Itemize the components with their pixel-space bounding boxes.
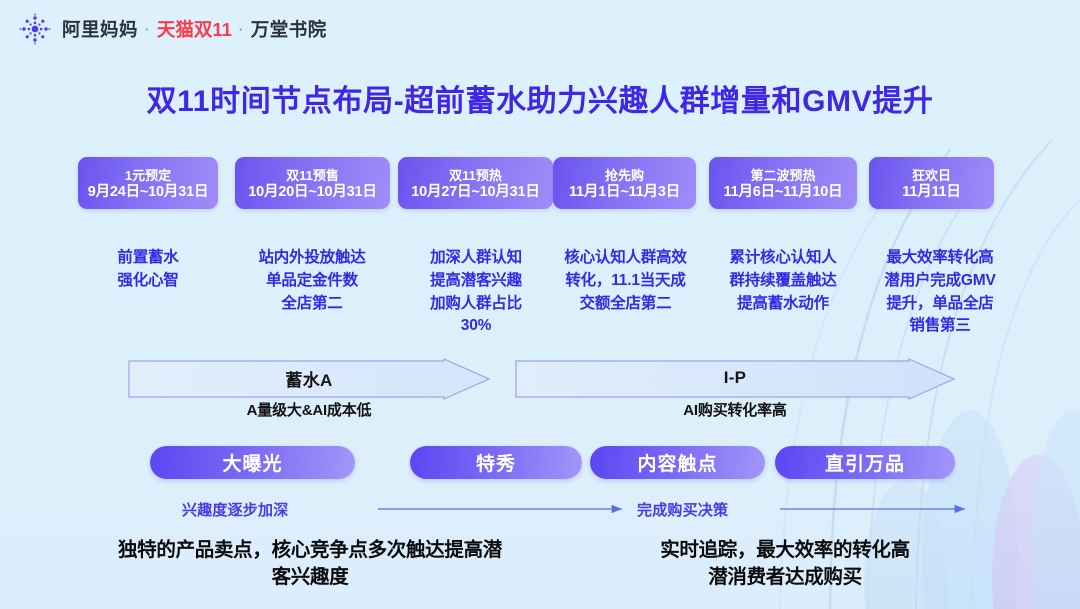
footer-statement-1: 独特的产品卖点，核心竞争点多次触达提高潜客兴趣度 bbox=[117, 539, 502, 588]
progress-label-2: 完成购买决策 bbox=[637, 501, 729, 519]
brand-academy: 万堂书院 bbox=[250, 19, 327, 40]
phase-chip-3: 双11预热 10月27日~10月31日 bbox=[398, 157, 553, 209]
page-header: 阿里妈妈 · 天猫双11 · 万堂书院 bbox=[0, 0, 1080, 58]
arrow-sub-1: A量级大&AI成本低 bbox=[246, 402, 372, 419]
phase-chip-4: 抢先购 11月1日~11月3日 bbox=[553, 157, 696, 209]
phase-date-2: 10月20日~10月31日 bbox=[248, 183, 377, 200]
phase-description-2: 站内外投放触达单品定金件数全店第二 bbox=[258, 249, 366, 312]
product-pill-2[interactable]: 特秀 bbox=[410, 446, 582, 479]
product-pill-1[interactable]: 大曝光 bbox=[150, 446, 355, 479]
phase-name-5: 第二波预热 bbox=[750, 168, 816, 184]
phase-date-5: 11月6日~11月10日 bbox=[723, 183, 843, 200]
phase-name-4: 抢先购 bbox=[604, 168, 644, 184]
arrow-label-2: I-P bbox=[723, 368, 747, 387]
arrow-band-1: 蓄水A A量级大&AI成本低 bbox=[128, 358, 490, 419]
brand-alimama: 阿里妈妈 bbox=[62, 19, 139, 40]
phase-name-2: 双11预售 bbox=[286, 168, 339, 184]
arrow-label-1: 蓄水A bbox=[285, 370, 333, 390]
product-pill-4[interactable]: 直引万品 bbox=[775, 446, 955, 479]
phase-description-5: 累计核心认知人群持续覆盖触达提高蓄水动作 bbox=[729, 249, 837, 312]
progress-arrows-icon bbox=[378, 504, 965, 514]
progress-label-1: 兴趣度逐步加深 bbox=[182, 501, 289, 519]
phase-chip-5: 第二波预热 11月6日~11月10日 bbox=[709, 157, 857, 209]
arrow-sub-2: AI购买转化率高 bbox=[683, 402, 787, 419]
page-title: 双11时间节点布局-超前蓄水助力兴趣人群增量和GMV提升 bbox=[146, 85, 934, 118]
footer-statement-2: 实时追踪，最大效率的转化高潜消费者达成购买 bbox=[660, 539, 910, 588]
brand-separator-2: · bbox=[238, 21, 244, 37]
phase-date-6: 11月11日 bbox=[902, 183, 961, 200]
arrow-shape-1-icon bbox=[128, 358, 490, 400]
phase-chip-1: 1元预定 9月24日~10月31日 bbox=[78, 157, 218, 209]
phase-chip-row: 1元预定 9月24日~10月31日 双11预售 10月20日~10月31日 双1… bbox=[0, 157, 1080, 209]
product-pill-row: 大曝光 特秀 内容触点 直引万品 bbox=[0, 446, 1080, 479]
phase-date-3: 10月27日~10月31日 bbox=[411, 183, 540, 200]
progress-arrow-row: 兴趣度逐步加深 完成购买决策 bbox=[0, 497, 1080, 521]
arrow-band-2: I-P AI购买转化率高 bbox=[515, 358, 955, 419]
phase-name-3: 双11预热 bbox=[449, 168, 502, 184]
phase-date-4: 11月1日~11月3日 bbox=[568, 183, 681, 200]
phase-description-4: 核心认知人群高效转化，11.1当天成交额全店第二 bbox=[564, 249, 687, 312]
brand-lockup: 阿里妈妈 · 天猫双11 · 万堂书院 bbox=[62, 16, 327, 42]
product-pill-3[interactable]: 内容触点 bbox=[590, 446, 765, 479]
phase-description-1: 前置蓄水强化心智 bbox=[117, 249, 179, 289]
funnel-arrow-row: 蓄水A A量级大&AI成本低 I-P AI购买转化率高 bbox=[0, 358, 1080, 428]
brand-tmall-double11: 天猫双11 bbox=[156, 19, 232, 40]
phase-chip-6: 狂欢日 11月11日 bbox=[869, 157, 994, 209]
alimama-burst-icon bbox=[19, 13, 51, 45]
phase-name-1: 1元预定 bbox=[124, 168, 172, 184]
phase-name-6: 狂欢日 bbox=[911, 168, 951, 184]
phase-date-1: 9月24日~10月31日 bbox=[87, 183, 209, 200]
brand-separator-1: · bbox=[145, 21, 150, 37]
phase-chip-2: 双11预售 10月20日~10月31日 bbox=[235, 157, 390, 209]
